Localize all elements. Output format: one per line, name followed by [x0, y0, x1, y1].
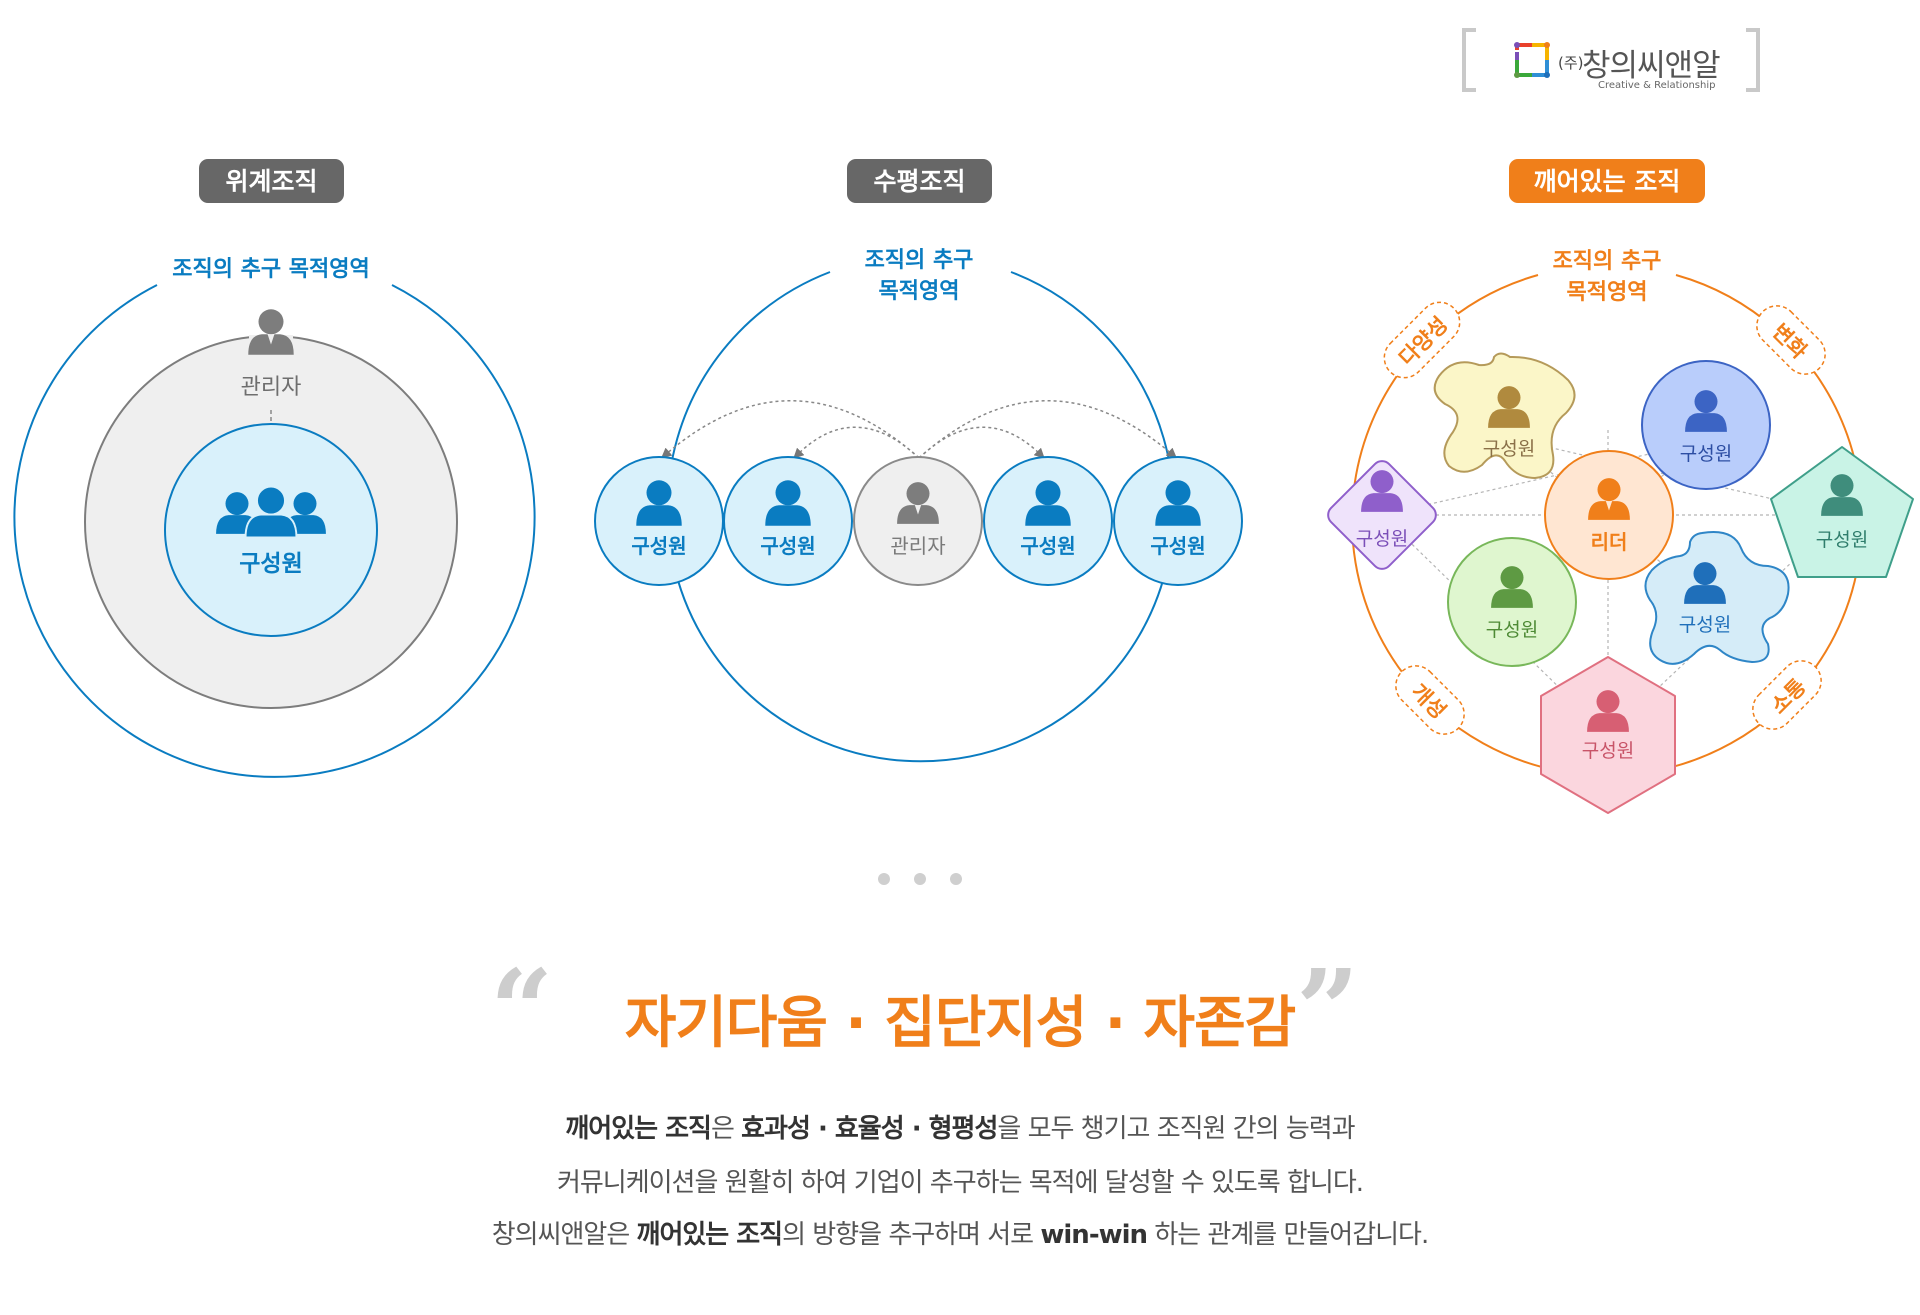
tag-individuality: 개성: [1395, 665, 1465, 735]
member-label: 구성원: [631, 534, 686, 558]
logo-mark-icon: [1514, 42, 1550, 78]
member-label: 구성원: [1020, 534, 1075, 558]
company-logo: (주) 창의씨앤알 Creative & Relationship: [1462, 22, 1760, 100]
separator-dots: [878, 870, 986, 889]
member-shape-star: 구성원: [1433, 352, 1576, 480]
svg-text:구성원: 구성원: [1483, 438, 1535, 460]
hierarchy-manager-label: 관리자: [241, 375, 302, 400]
logo-bracket-right: [1746, 28, 1760, 92]
awakened-label-pill: [1509, 159, 1705, 203]
horizontal-nodes: 구성원 구성원 관리자 구성원 구성원: [594, 456, 1243, 586]
desc-bold: 깨어있는 조직: [636, 1220, 784, 1250]
manager-label: 관리자: [890, 534, 945, 558]
member-shape-hexagon: 구성원: [1540, 656, 1676, 814]
awakened-goal-line2: 목적영역: [1567, 280, 1648, 305]
desc-text: 의 방향을 추구하며 서로: [782, 1220, 1041, 1250]
hierarchy-label-pill: [199, 159, 344, 203]
open-quote-icon: “: [490, 945, 554, 1074]
hierarchy-goal-label: 조직의 추구 목적영역: [172, 257, 369, 282]
dashed-arrow-icon: [918, 400, 1177, 459]
desc-text: 을 모두 챙기고 조직원 간의 능력과: [997, 1114, 1355, 1144]
description-line-3: 창의씨앤알은 깨어있는 조직의 방향을 추구하며 서로 win-win 하는 관…: [0, 1214, 1920, 1251]
logo-name: 창의씨앤알: [1582, 48, 1721, 84]
manager-person-icon: [248, 309, 294, 355]
leader-node: 리더: [1544, 450, 1674, 580]
horizontal-goal-circle: [666, 271, 1175, 763]
member-shape-diamond: 구성원: [1327, 460, 1437, 570]
svg-text:구성원: 구성원: [1582, 740, 1634, 762]
desc-text: 하는 관계를 만들어갑니다.: [1147, 1220, 1429, 1250]
hierarchy-label: 위계조직: [225, 167, 317, 196]
horizontal-label: 수평조직: [873, 167, 965, 196]
group-icon: [216, 485, 326, 539]
logo-tagline: Creative & Relationship: [1598, 80, 1716, 91]
description-line-2: 커뮤니케이션을 원활히 하여 기업이 추구하는 목적에 달성할 수 있도록 합니…: [556, 1168, 1364, 1198]
desc-text: 창의씨앤알은: [491, 1220, 637, 1250]
horizontal-section: 수평조직 조직의 추구 목적영역 구성원 구성원 관리자 구성원 구성원: [594, 159, 1243, 763]
horizontal-label-pill: [847, 159, 992, 203]
member-shape-pentagon: 구성원: [1770, 446, 1914, 578]
logo-prefix: (주): [1558, 54, 1584, 72]
svg-text:구성원: 구성원: [1356, 528, 1408, 550]
dashed-arrow-icon: [793, 426, 920, 459]
member-label: 구성원: [1150, 534, 1205, 558]
description-line-1: 깨어있는 조직은 효과성 · 효율성 · 형평성을 모두 챙기고 조직원 간의 …: [0, 1108, 1920, 1145]
desc-text: 은: [710, 1114, 742, 1144]
awakened-goal-line1: 조직의 추구: [1553, 249, 1662, 274]
close-quote-icon: ”: [1296, 945, 1360, 1074]
svg-text:구성원: 구성원: [1679, 614, 1731, 636]
dashed-arrow-icon: [661, 400, 920, 459]
member-label: 구성원: [760, 534, 815, 558]
member-shape-green-circle: 구성원: [1447, 537, 1577, 667]
horizontal-goal-line1: 조직의 추구: [865, 248, 974, 273]
tag-change: 변화: [1756, 305, 1826, 375]
member-shape-blue-circle: 구성원: [1641, 360, 1771, 490]
hierarchy-goal-circle: [13, 284, 536, 778]
svg-text:구성원: 구성원: [1680, 443, 1732, 465]
svg-text:구성원: 구성원: [1486, 619, 1538, 641]
desc-bold: win-win: [1040, 1220, 1148, 1250]
svg-text:리더: 리더: [1591, 530, 1628, 554]
awakened-label: 깨어있는 조직: [1534, 167, 1681, 196]
horizontal-goal-line2: 목적영역: [879, 279, 960, 304]
desc-bold: 효과성 · 효율성 · 형평성: [741, 1114, 998, 1144]
headline: 자기다움 · 집단지성 · 자존감: [624, 991, 1296, 1056]
dashed-arrow-icon: [918, 426, 1045, 459]
delegation-arrows: [661, 400, 1177, 459]
desc-bold: 깨어있는 조직: [565, 1114, 712, 1144]
member-shape-blob: 구성원: [1644, 531, 1790, 665]
svg-text:구성원: 구성원: [1816, 529, 1868, 551]
awakened-section: 깨어있는 조직 조직의 추구 목적영역 다양성 변화 개성 소통: [1327, 159, 1914, 814]
hierarchy-members-label: 구성원: [239, 551, 302, 577]
hierarchy-section: 위계조직 조직의 추구 목적영역 관리자 구성원: [13, 159, 536, 778]
logo-bracket-left: [1462, 28, 1476, 92]
